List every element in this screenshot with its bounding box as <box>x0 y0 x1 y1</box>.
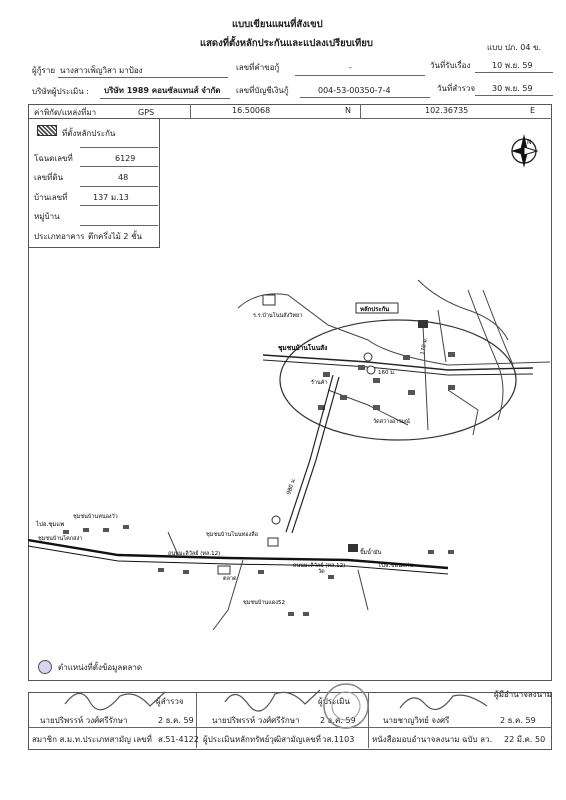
survey-date-label: วันที่สำรวจ <box>437 84 476 93</box>
appraiser-license-value: วส.1103 <box>322 735 355 744</box>
shop-label: ร้านค้า <box>311 379 328 386</box>
coords-source: GPS <box>138 108 155 117</box>
land-no-label: เลขที่ดิน <box>34 173 64 182</box>
building-type-label: ประเภทอาคาร <box>34 232 85 241</box>
building-type-value: ตึกครึ่งไม้ 2 ชั้น <box>88 232 142 241</box>
collateral-legend-label: ที่ตั้งหลักประกัน <box>62 129 116 138</box>
borrower-value: นางสาวเพ็ญวิสา มาป้อง <box>60 66 143 75</box>
longitude-dir: E <box>530 106 536 115</box>
north-arrow-icon: N <box>511 134 539 168</box>
location-map: หลักประกัน ร.ร.บ้านโนนสังวิทยา ชุมชนบ้าน… <box>28 279 550 630</box>
road-main-label-1: ถนนมะลิวัลย์ (ทล.12) <box>168 550 220 557</box>
map-frame <box>28 104 552 681</box>
authority-doc-label: หนังสือมอบอำนาจลงนาม ฉบับ ลว. <box>372 735 493 744</box>
road-main-label-2: ถนนมะลิวัลย์ (ทล.12) <box>293 562 345 569</box>
latitude-value: 16.50068 <box>232 106 271 115</box>
longitude-value: 102.36735 <box>425 106 469 115</box>
deed-value: 6129 <box>115 154 136 163</box>
authority-name: นายชาญวิทย์ จงศรี <box>383 716 450 725</box>
dist-main-label: 980 ม. <box>286 477 297 496</box>
account-no-label: เลขที่บัญชีเงินกู้ <box>236 86 289 95</box>
form-number: แบบ ปภ. 04 ข. <box>487 43 542 52</box>
authority-doc-value: 22 มี.ค. 50 <box>504 735 546 744</box>
authority-signature <box>399 694 488 711</box>
north-label: N <box>527 139 532 146</box>
borrower-label: ผู้กู้ราย <box>32 66 56 75</box>
surveyor-title: ผู้สำรวจ <box>156 697 184 706</box>
request-no-value: - <box>349 63 352 72</box>
wat-label: วัด <box>318 568 325 575</box>
house-no-value: 137 ม.13 <box>93 193 129 202</box>
member-value: ส.51-4122 <box>158 735 199 744</box>
market-label: ตลาด <box>223 576 237 582</box>
gas-station-label: ปั๊มน้ำมัน <box>360 548 382 556</box>
surveyor-name: นายปริพรรห์ วงศ์ศรีรักษา <box>40 716 128 725</box>
appraiser-name: นายปริพรรห์ วงศ์ศรีรักษา <box>212 716 300 725</box>
community-south-label: ชุมชนบ้านแดง52 <box>243 599 285 606</box>
highway-12 <box>28 538 449 570</box>
appraiser-date: 2 ธ.ค. 59 <box>320 716 356 725</box>
village-road <box>262 354 534 371</box>
collateral-label: หลักประกัน <box>360 305 390 313</box>
community-west1-label: ชุมชนบ้านหนองวัว <box>73 513 118 520</box>
market-legend-label: ตำแหน่งที่ตั้งข้อมูลตลาด <box>58 663 143 672</box>
appraiser-license-label: ผู้ประเมินหลักทรัพย์วุฒิสามัญเลขที่ <box>203 735 321 744</box>
appraiser-title: ผู้ประเมิน <box>318 697 350 706</box>
community-main-label: ชุมชนบ้านโนนสัง <box>278 343 327 352</box>
details-box <box>28 118 160 248</box>
temple-label: วัดสว่างอารมณ์ <box>373 418 410 425</box>
house-no-label: บ้านเลขที่ <box>34 193 68 202</box>
school-label: ร.ร.บ้านโนนสังวิทยา <box>253 311 302 319</box>
account-no-value: 004-53-00350-7-4 <box>318 86 391 95</box>
appraiser-company-value: บริษัท 1989 คอนซัลแทนส์ จำกัด <box>104 86 221 95</box>
community-west2-label: ชุมชนบ้านโคกสง่า <box>38 534 82 542</box>
appraiser-signature <box>224 689 321 712</box>
company-seal <box>323 683 369 729</box>
request-no-label: เลขที่คำขอกู้ <box>236 63 280 72</box>
deed-label: โฉนดเลขที่ <box>34 154 73 163</box>
authority-date: 2 ธ.ค. 59 <box>500 716 536 725</box>
coords-label: ค่าพิกัด/แหล่งที่มา <box>34 108 97 117</box>
dist-village-label: 160 ม. <box>378 370 396 376</box>
collateral-legend-swatch <box>37 125 57 136</box>
document-title: แบบเขียนแผนที่สังเขป <box>232 19 323 30</box>
received-date-value: 10 พ.ย. 59 <box>492 61 533 70</box>
member-label: สมาชิก ส.ม.ท.ประเภทสามัญ เลขที่ <box>32 735 152 744</box>
to-khonkaen-label: ไปจ.ขอนแก่น <box>377 561 414 569</box>
received-date-label: วันที่รับเรื่อง <box>430 61 471 70</box>
market-legend-icon <box>38 660 52 674</box>
village-label: หมู่บ้าน <box>34 212 60 221</box>
signature-table <box>28 692 552 750</box>
latitude-dir: N <box>345 106 351 115</box>
authority-title: ผู้มีอำนาจลงนาม <box>494 690 552 699</box>
surveyor-date: 2 ธ.ค. 59 <box>158 716 194 725</box>
to-chumphae-label: ไปอ.ชุมแพ <box>35 520 64 528</box>
village-boundary <box>279 319 517 441</box>
appraiser-company-label: บริษัทผู้ประเมิน : <box>32 87 89 96</box>
dist-short-label: 170 ม. <box>420 337 429 356</box>
surveyor-signature <box>64 691 166 711</box>
document-subtitle: แสดงที่ตั้งหลักประกันและแปลงเปรียบเทียบ <box>200 38 373 49</box>
access-road <box>285 374 334 533</box>
community-mid-label: ชุมชนบ้านโนนทองลือ <box>206 530 258 538</box>
survey-date-value: 30 พ.ย. 59 <box>492 84 533 93</box>
land-no-value: 48 <box>118 173 129 182</box>
collateral-marker <box>418 320 428 328</box>
